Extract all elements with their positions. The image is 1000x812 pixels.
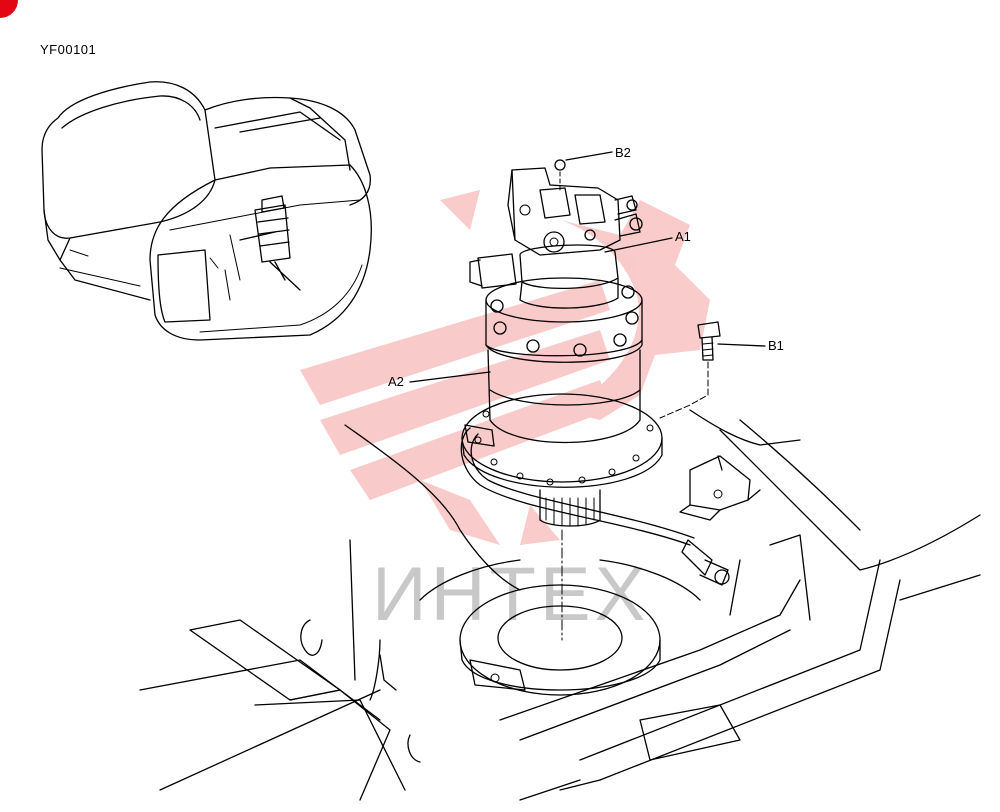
figure-code: YF00101 — [40, 42, 96, 57]
upper-revolving-frame — [139, 409, 981, 801]
bolt-b1: B1 — [659, 321, 784, 419]
hose-bracket — [679, 455, 761, 521]
callout-b1: B1 — [768, 338, 784, 353]
bolt-b2: B2 — [554, 145, 631, 193]
callout-a2: A2 — [388, 374, 404, 389]
watermark-text: ИНТЕХ — [372, 552, 649, 637]
excavator-inset-view — [41, 81, 372, 341]
flange-bolt-holes — [474, 410, 654, 486]
leader-a1 — [604, 237, 673, 253]
callout-b2: B2 — [615, 145, 631, 160]
leader-a2 — [409, 371, 491, 383]
corner-badge — [0, 0, 18, 18]
swing-motor-assembly — [460, 167, 730, 586]
callout-a1: A1 — [675, 229, 691, 244]
